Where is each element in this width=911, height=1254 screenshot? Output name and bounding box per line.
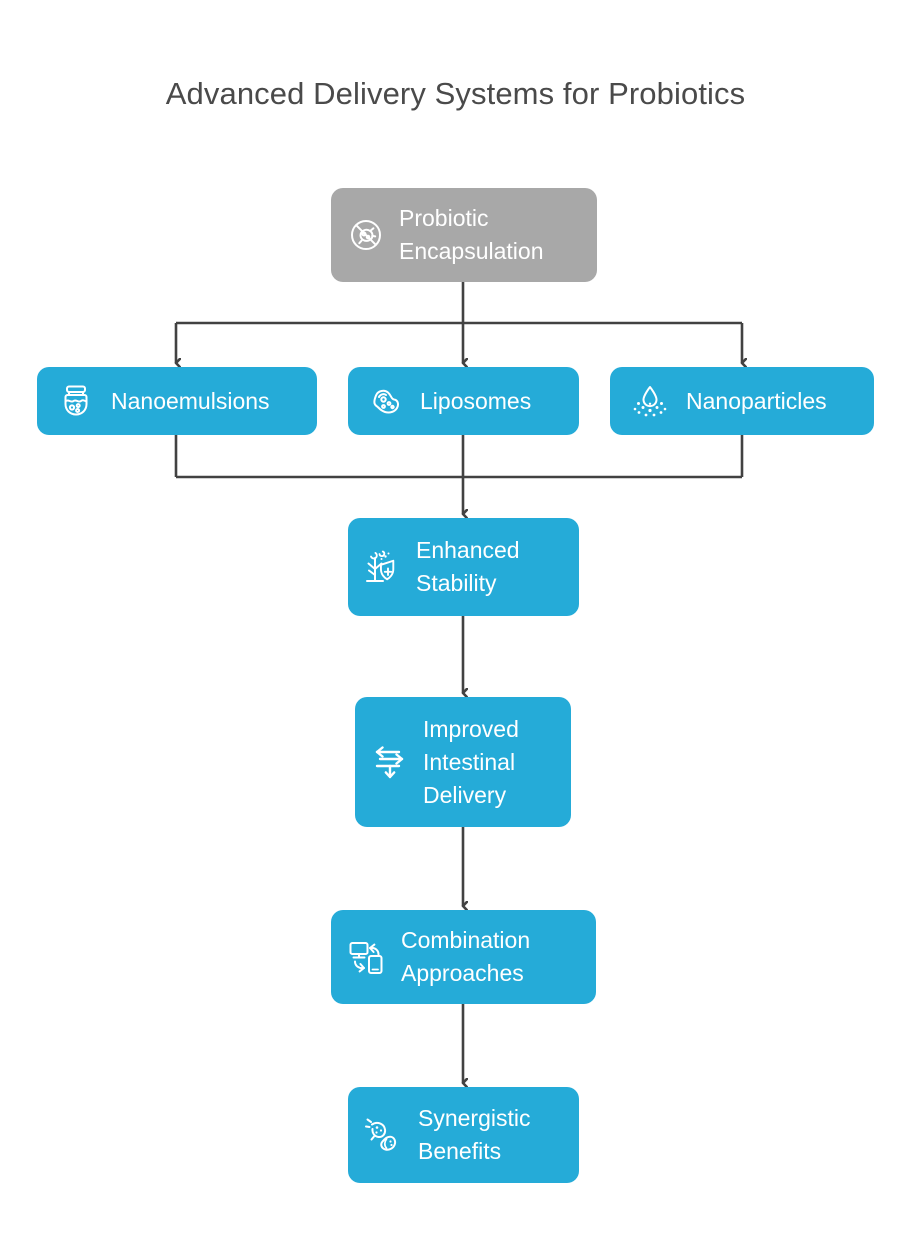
node-label: Enhanced Stability	[416, 537, 520, 596]
page-title: Advanced Delivery Systems for Probiotics	[165, 76, 746, 111]
plant-shield-icon	[360, 545, 404, 589]
node-label: Improved Intestinal Delivery	[423, 715, 519, 808]
droplet-particles-icon	[628, 381, 672, 421]
bacteria-capsule-icon	[362, 1114, 406, 1156]
node-synergistic-benefits[interactable]: Synergistic Benefits	[348, 1087, 579, 1183]
flow-transfer-icon	[369, 740, 411, 784]
node-improved-intestinal-delivery[interactable]: Improved Intestinal Delivery	[355, 697, 571, 827]
device-sync-icon	[345, 935, 389, 979]
node-label: Nanoparticles	[686, 387, 827, 414]
node-enhanced-stability[interactable]: Enhanced Stability	[348, 518, 579, 616]
node-combination-approaches[interactable]: Combination Approaches	[331, 910, 596, 1004]
node-nanoparticles[interactable]: Nanoparticles	[610, 367, 874, 435]
node-liposomes[interactable]: Liposomes	[348, 367, 579, 435]
liposome-vesicle-icon	[366, 381, 406, 421]
node-label: Synergistic Benefits	[418, 1105, 531, 1164]
node-label: Nanoemulsions	[111, 387, 270, 414]
node-label: Probiotic Encapsulation	[399, 205, 544, 264]
probiotic-no-bacteria-icon	[347, 216, 385, 254]
node-probiotic-encapsulation[interactable]: Probiotic Encapsulation	[331, 188, 597, 282]
node-label: Combination Approaches	[401, 927, 531, 986]
node-nanoemulsions[interactable]: Nanoemulsions	[37, 367, 317, 435]
node-label: Liposomes	[420, 387, 532, 414]
emulsion-jar-icon	[55, 380, 97, 422]
